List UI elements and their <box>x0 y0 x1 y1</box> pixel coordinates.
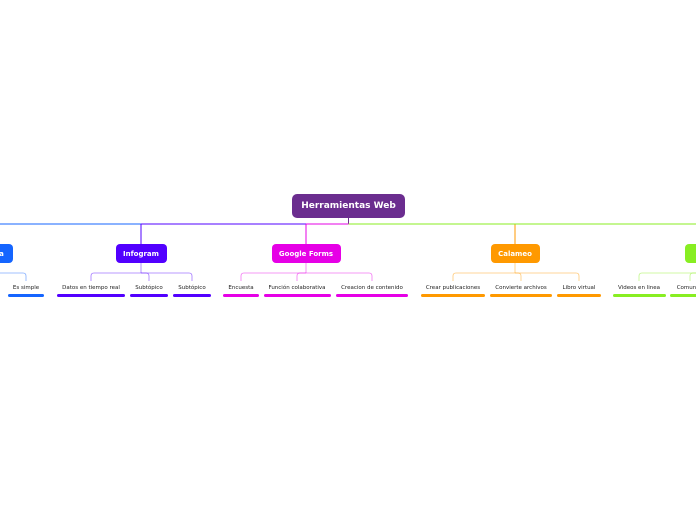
subtopic-underline <box>57 294 125 297</box>
subtopic-bracket <box>689 272 696 281</box>
subtopic-label[interactable]: Crear publicaciones <box>425 285 481 291</box>
subtopic-bracket <box>141 272 150 281</box>
subtopic-label[interactable]: Creacion de contenido <box>341 285 403 291</box>
subtopic-underline <box>8 294 44 297</box>
subtopic-label[interactable]: Subtópico <box>178 285 206 291</box>
topic-node[interactable]: …a <box>0 244 13 263</box>
subtopic-bracket <box>0 272 27 281</box>
subtopic-label[interactable]: Datos en tiempo real <box>62 285 120 291</box>
subtopic-bracket <box>452 272 515 281</box>
subtopic-label[interactable]: Encuesta <box>228 285 254 291</box>
subtopic-label[interactable]: Subtópico <box>135 285 163 291</box>
subtopic-bracket <box>240 272 306 281</box>
subtopic-bracket <box>515 272 580 281</box>
subtopic-bracket <box>638 272 696 281</box>
subtopic-underline <box>263 294 331 297</box>
subtopic-underline <box>130 294 168 297</box>
topic-node[interactable]: Infogram <box>115 244 167 263</box>
subtopic-bracket <box>141 272 193 281</box>
subtopic-bracket <box>90 272 141 281</box>
subtopic-bracket <box>306 272 373 281</box>
subtopic-underline <box>173 294 211 297</box>
subtopic-label[interactable]: Es simple <box>12 285 40 291</box>
subtopic-label[interactable]: Comuni… <box>676 285 696 291</box>
root-node[interactable]: Herramientas Web <box>292 194 405 218</box>
subtopic-underline <box>557 294 601 297</box>
subtopic-label[interactable]: Libro virtual <box>562 285 596 291</box>
subtopic-underline <box>670 294 696 297</box>
subtopic-label[interactable]: Videos en linea <box>618 285 660 291</box>
topic-node[interactable]: Google Forms <box>271 244 341 263</box>
subtopic-bracket <box>515 272 522 281</box>
topic-node[interactable]: P <box>685 244 696 263</box>
subtopic-underline <box>490 294 552 297</box>
subtopic-bracket <box>296 272 306 281</box>
subtopic-label[interactable]: Convierte archivos <box>495 285 547 291</box>
subtopic-underline <box>612 294 666 297</box>
subtopic-underline <box>336 294 408 297</box>
subtopic-underline <box>223 294 259 297</box>
subtopic-underline <box>421 294 485 297</box>
subtopic-label[interactable]: Función colaborativa <box>268 285 326 291</box>
topic-node[interactable]: Calameo <box>490 244 540 263</box>
